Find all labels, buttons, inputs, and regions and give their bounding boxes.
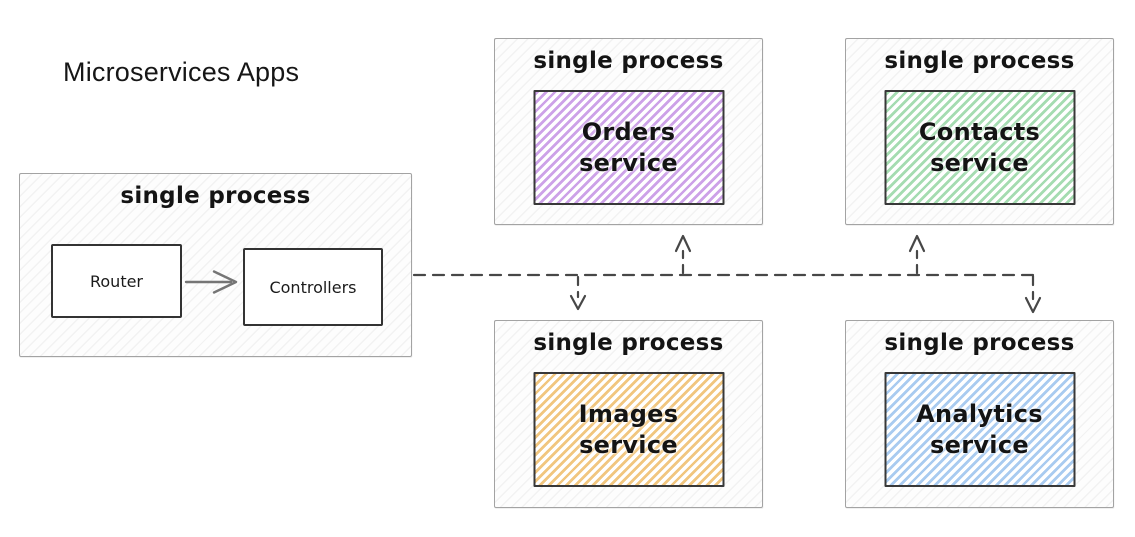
- dashed-connector-bus: [412, 249, 1035, 301]
- service-box-analytics: Analytics service: [884, 372, 1075, 487]
- process-label: single process: [533, 48, 724, 74]
- router-label: Router: [89, 271, 144, 291]
- service-box-images: Images service: [533, 372, 724, 487]
- controllers-box: Controllers: [243, 238, 390, 326]
- controllers-label: Controllers: [269, 277, 357, 297]
- service-process-box-contacts: single process Contacts service: [845, 38, 1114, 225]
- process-label: single process: [120, 183, 311, 209]
- process-label: single process: [884, 330, 1075, 356]
- process-label: single process: [884, 48, 1075, 74]
- service-name-images: Images service: [578, 399, 679, 459]
- service-box-contacts: Contacts service: [884, 90, 1075, 205]
- arrowhead-to-images: [569, 294, 587, 311]
- monolith-process-box: single process Router Controllers: [19, 173, 412, 357]
- diagram-title: Microservices Apps: [63, 57, 300, 87]
- process-label: single process: [533, 330, 724, 356]
- service-process-box-images: single process Images service: [494, 320, 763, 508]
- service-name-orders: Orders service: [579, 117, 678, 177]
- service-name-analytics: Analytics service: [916, 399, 1043, 459]
- arrowhead-to-orders: [674, 234, 692, 253]
- arrowhead-to-contacts: [908, 234, 926, 253]
- service-process-box-analytics: single process Analytics service: [845, 320, 1114, 508]
- arrowhead-to-analytics: [1024, 296, 1042, 314]
- service-box-orders: Orders service: [533, 90, 724, 205]
- router-box: Router: [51, 244, 182, 318]
- service-process-box-orders: single process Orders service: [494, 38, 763, 225]
- service-name-contacts: Contacts service: [918, 117, 1041, 177]
